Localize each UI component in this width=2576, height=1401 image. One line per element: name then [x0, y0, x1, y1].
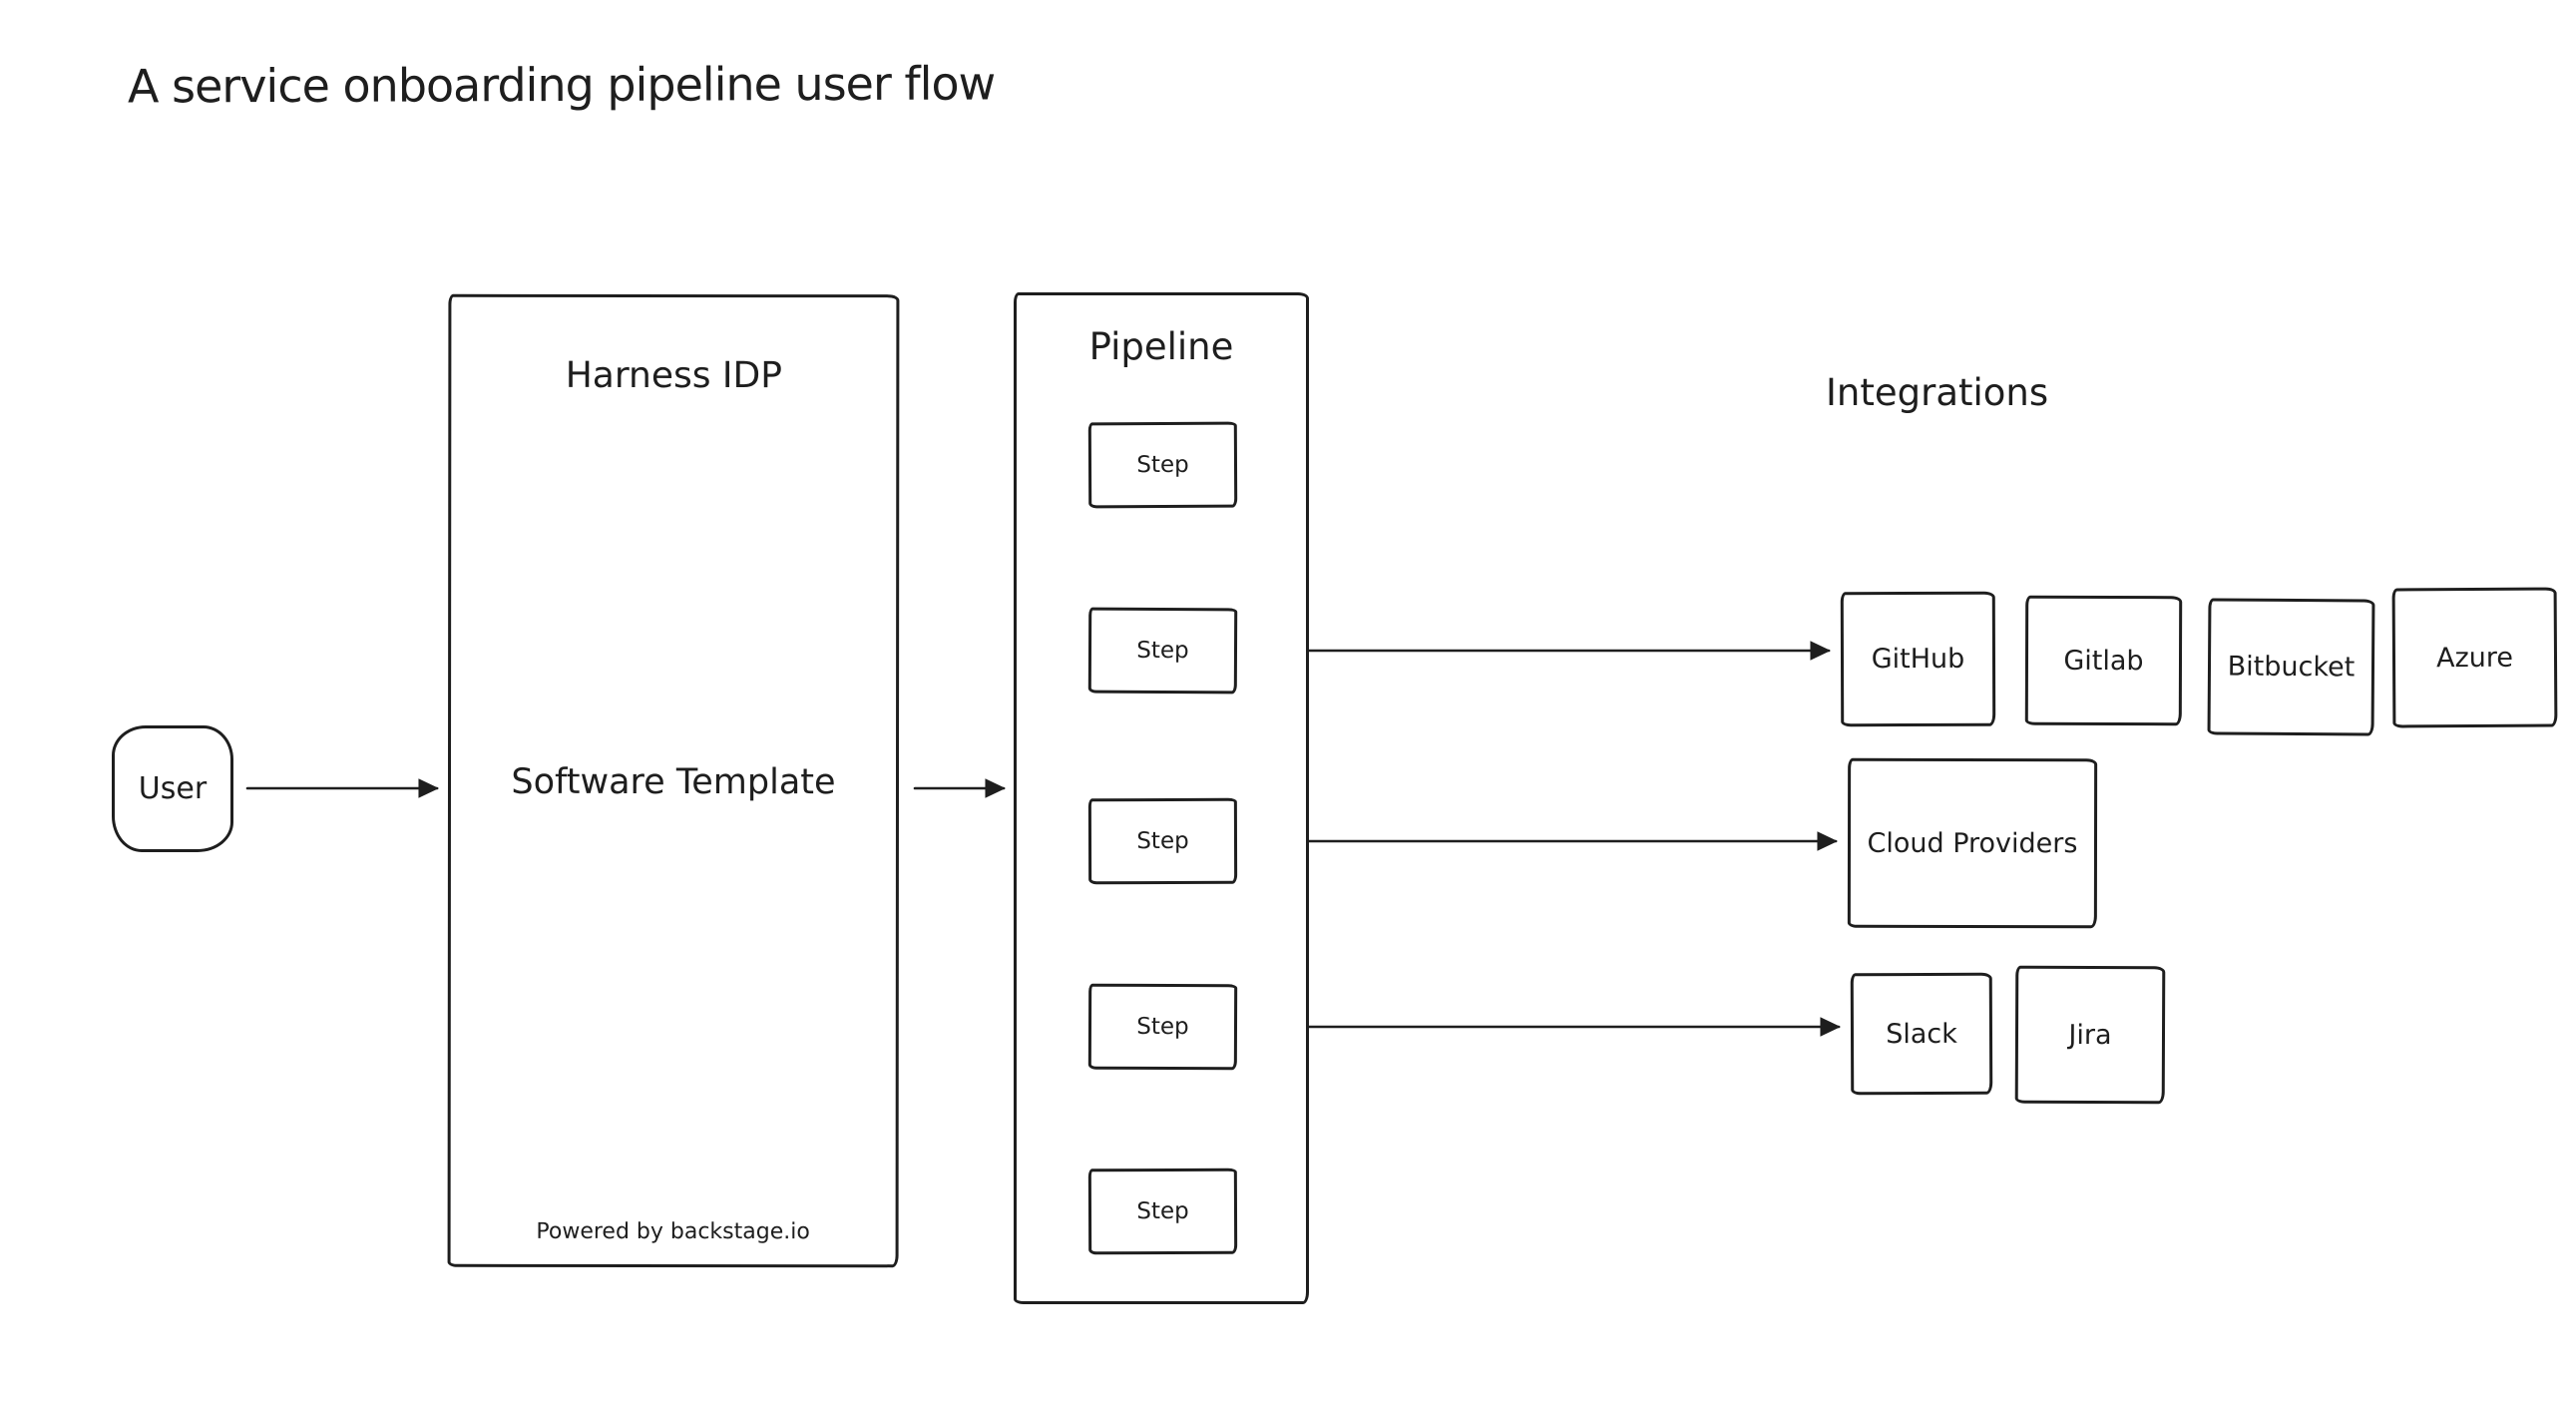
jira-label: Jira	[2068, 1019, 2112, 1051]
pipeline-title: Pipeline	[1088, 325, 1234, 368]
node-cloud-providers: Cloud Providers	[1847, 757, 2098, 929]
node-user: User	[112, 725, 233, 852]
pipeline-step-2: Step	[1087, 607, 1238, 695]
bitbucket-label: Bitbucket	[2227, 651, 2356, 684]
gitlab-label: Gitlab	[2063, 645, 2144, 677]
software-template-label: Software Template	[511, 761, 836, 803]
pipeline-step-1: Step	[1087, 421, 1238, 509]
node-bitbucket: Bitbucket	[2207, 598, 2375, 736]
pipeline-step-3: Step	[1087, 797, 1238, 885]
node-github: GitHub	[1840, 591, 1996, 727]
cloud-providers-label: Cloud Providers	[1867, 827, 2078, 859]
step-label: Step	[1136, 451, 1189, 479]
azure-label: Azure	[2435, 642, 2514, 674]
github-label: GitHub	[1871, 643, 1965, 676]
integrations-heading: Integrations	[1826, 371, 2049, 414]
harness-idp-title: Harness IDP	[565, 354, 782, 397]
step-label: Step	[1136, 1013, 1189, 1041]
node-azure: Azure	[2391, 587, 2558, 728]
pipeline-step-5: Step	[1087, 1168, 1238, 1255]
slack-label: Slack	[1886, 1018, 1957, 1050]
node-slack: Slack	[1850, 972, 1993, 1096]
pipeline-step-4: Step	[1087, 983, 1238, 1071]
node-pipeline: Pipeline Step Step Step Step Step	[1014, 292, 1309, 1304]
diagram-title: A service onboarding pipeline user flow	[127, 56, 996, 114]
user-label: User	[138, 771, 208, 806]
node-jira: Jira	[2014, 965, 2166, 1105]
node-gitlab: Gitlab	[2024, 595, 2183, 726]
step-label: Step	[1136, 827, 1189, 855]
step-label: Step	[1136, 637, 1189, 665]
node-harness-idp: Harness IDP Software Template Powered by…	[447, 293, 900, 1268]
step-label: Step	[1136, 1197, 1189, 1225]
powered-by-label: Powered by backstage.io	[536, 1218, 810, 1245]
